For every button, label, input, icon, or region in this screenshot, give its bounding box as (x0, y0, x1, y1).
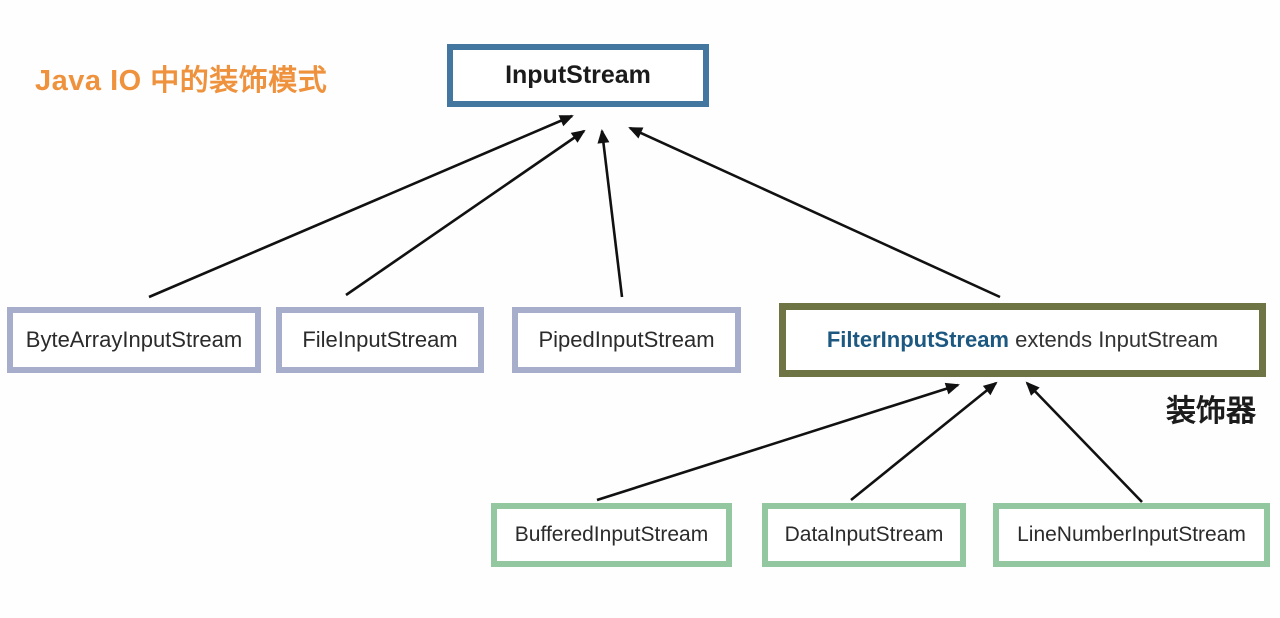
filterinputstream-extends-text: extends InputStream (1009, 327, 1219, 352)
class-box-datainputstream: DataInputStream (762, 503, 966, 567)
arrow-fileinputstream-to-inputstream (345, 129, 586, 297)
class-box-inputstream: InputStream (447, 44, 709, 107)
arrow-bufferedinputstream-to-filterinputstream (596, 382, 960, 502)
arrow-bytearrayinputstream-to-inputstream (148, 114, 574, 299)
arrow-pipedinputstream-to-inputstream (597, 129, 624, 298)
diagram-title: Java IO 中的装饰模式 (35, 65, 328, 97)
class-box-filterinputstream: FilterInputStream extends InputStream (779, 303, 1266, 377)
arrow-datainputstream-to-filterinputstream (850, 381, 998, 502)
class-box-fileinputstream: FileInputStream (276, 307, 484, 373)
class-box-pipedinputstream: PipedInputStream (512, 307, 741, 373)
class-box-bufferedinputstream: BufferedInputStream (491, 503, 732, 567)
arrow-linenumberinputstream-to-filterinputstream (1025, 381, 1143, 503)
decorator-annotation: 装饰器 (1166, 395, 1256, 428)
class-box-linenumberinputstream: LineNumberInputStream (993, 503, 1270, 567)
filterinputstream-name-text: FilterInputStream (826, 327, 1009, 352)
arrow-filterinputstream-to-inputstream (628, 126, 1001, 299)
class-box-bytearrayinputstream: ByteArrayInputStream (7, 307, 261, 373)
